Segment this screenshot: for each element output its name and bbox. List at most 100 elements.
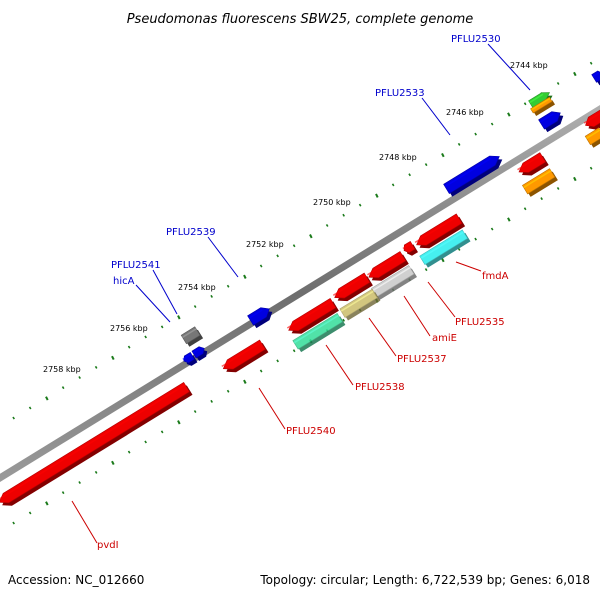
outer-tick	[78, 376, 81, 380]
outer-tick	[490, 122, 494, 126]
label-PFLU2541: PFLU2541	[111, 260, 161, 271]
outer-tick	[375, 193, 379, 198]
PFLU2533-gene	[443, 155, 503, 197]
inner-tick	[490, 227, 494, 231]
outer-tick	[127, 345, 131, 349]
label-PFLU2540: PFLU2540	[286, 426, 336, 437]
tick-label-2750: 2750 kbp	[313, 198, 351, 207]
outer-tick	[391, 183, 395, 187]
PFLU2539-gene	[247, 307, 273, 329]
inner-tick	[259, 369, 263, 373]
outer-tick	[144, 335, 147, 339]
outer-tick	[45, 396, 49, 401]
tick-label-2758: 2758 kbp	[43, 365, 81, 374]
inner-tick	[28, 511, 32, 515]
tick-label-2744: 2744 kbp	[510, 61, 548, 70]
gene-features	[0, 70, 600, 506]
outer-tick	[12, 416, 15, 420]
label-amiE: amiE	[432, 333, 457, 344]
outer-tick	[589, 61, 593, 65]
leader-pvdI	[71, 500, 98, 544]
orange-reverse-gene	[584, 127, 600, 148]
orange-reverse-gene-2	[521, 168, 558, 197]
outer-tick	[177, 315, 181, 320]
leader-PFLU2539	[207, 236, 239, 278]
inner-tick	[111, 460, 115, 466]
hicA-gene-b	[191, 346, 208, 361]
outer-tick	[457, 142, 461, 146]
leader-fmdA	[455, 261, 482, 272]
leader-PFLU2533	[421, 97, 451, 136]
pvdI-gene	[0, 381, 193, 506]
label-PFLU2535: PFLU2535	[455, 317, 505, 328]
outer-tick	[292, 244, 296, 248]
amiE-gene	[367, 251, 409, 281]
inner-tick	[276, 359, 279, 363]
outer-tick	[424, 163, 428, 167]
inner-tick	[424, 268, 428, 272]
tick-label-2756: 2756 kbp	[110, 324, 148, 333]
leader-hicA	[135, 284, 171, 323]
tick-label-2748: 2748 kbp	[379, 153, 417, 162]
outer-tick	[325, 223, 329, 227]
inner-tick	[144, 440, 147, 444]
top-right-forward-gene	[591, 70, 600, 86]
outer-tick	[358, 203, 362, 207]
PFLU2530-gene	[538, 111, 564, 133]
genome-title: Pseudomonas fluorescens SBW25, complete …	[127, 12, 474, 27]
outer-tick	[556, 81, 560, 85]
outer-tick	[160, 325, 164, 329]
reverse-gene-labels: fmdA PFLU2535 amiE PFLU2537 PFLU2538 PFL…	[97, 271, 509, 551]
label-hicA: hicA	[113, 276, 135, 287]
tick-labels: 2744 kbp 2746 kbp 2748 kbp 2750 kbp 2752…	[43, 61, 548, 374]
outer-tick	[28, 406, 32, 410]
fmdA-gene	[414, 213, 466, 249]
inner-tick	[78, 481, 81, 485]
fmdA-cyan-gene	[419, 229, 471, 268]
outer-tick	[573, 71, 577, 77]
PFLU2538-gene	[286, 297, 339, 334]
outer-tick	[474, 132, 477, 136]
label-fmdA: fmdA	[482, 271, 509, 282]
inner-tick	[540, 197, 543, 201]
outer-tick	[507, 112, 511, 117]
outer-tick	[94, 365, 98, 369]
label-PFLU2537: PFLU2537	[397, 354, 447, 365]
accession-text: Accession: NC_012660	[8, 573, 145, 587]
leader-PFLU2538	[325, 344, 354, 386]
genome-backbone	[0, 105, 600, 482]
tick-label-2752: 2752 kbp	[246, 240, 284, 249]
PFLU2540-gene	[221, 339, 269, 373]
inner-tick	[523, 207, 527, 211]
inner-tick	[61, 491, 65, 495]
inner-tick	[94, 470, 98, 474]
inner-tick	[507, 217, 511, 222]
PFLU2537-gene	[332, 272, 373, 302]
inner-tick	[193, 410, 197, 414]
inner-tick	[457, 247, 461, 251]
leader-PFLU2540	[258, 387, 286, 430]
inner-tick	[292, 349, 296, 353]
leader-lines	[71, 43, 531, 544]
outer-tick	[243, 274, 247, 279]
hicA-gene-a	[182, 351, 198, 366]
small-red-gene	[402, 240, 418, 256]
label-PFLU2530: PFLU2530	[451, 34, 501, 45]
inner-tick	[226, 389, 230, 393]
tick-label-2754: 2754 kbp	[178, 283, 216, 292]
inner-tick	[12, 521, 15, 525]
PFLU2537-olive-gene	[339, 288, 381, 321]
PFLU2538-teal-gene	[292, 312, 346, 353]
inner-tick	[160, 430, 164, 434]
PFLU2541-gene	[180, 326, 204, 347]
outer-tick	[193, 305, 197, 309]
inner-tick	[441, 257, 445, 263]
leader-PFLU2535	[427, 281, 456, 318]
leader-amiE	[403, 295, 431, 337]
outer-tick	[523, 102, 527, 106]
leader-PFLU2530	[487, 43, 531, 91]
inner-tick	[177, 420, 181, 425]
inner-tick	[589, 166, 593, 170]
inner-tick	[210, 399, 213, 403]
